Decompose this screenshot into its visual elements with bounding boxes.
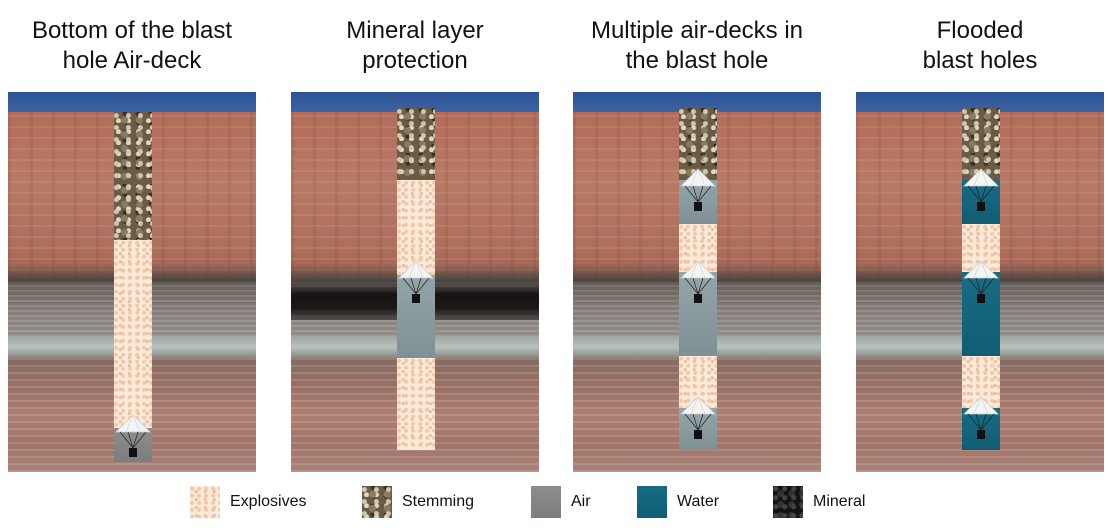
panel-title-line2: the blast hole xyxy=(625,47,769,74)
explosives-segment xyxy=(114,240,152,428)
panel-title-line1: Mineral layer xyxy=(346,17,484,44)
panel-title: Bottom of the blast hole Air-deck xyxy=(0,16,276,76)
stemming-segment xyxy=(397,108,435,180)
ground-cross-section xyxy=(573,92,821,472)
stemming-segment xyxy=(962,108,1000,180)
panel-bottom-airdeck: Bottom of the blast hole Air-deck xyxy=(8,0,256,472)
air-deck-icon xyxy=(962,166,1000,216)
stemming-segment xyxy=(114,112,152,240)
air-segment xyxy=(397,275,435,358)
water-swatch xyxy=(637,486,667,518)
panel-title-line1: Bottom of the blast xyxy=(31,17,233,44)
explosives-segment xyxy=(397,180,435,275)
explosives-segment xyxy=(397,358,435,450)
water-segment xyxy=(962,272,1000,356)
legend-label: Stemming xyxy=(402,493,475,510)
ground-cross-section xyxy=(291,92,539,472)
air-deck-icon xyxy=(679,166,717,216)
stemming-swatch xyxy=(362,486,392,518)
legend-label: Explosives xyxy=(230,493,307,510)
panel-title: Flooded blast holes xyxy=(836,16,1108,76)
air-deck-icon xyxy=(114,412,152,462)
sky-strip xyxy=(573,92,821,112)
panel-title-line2: blast holes xyxy=(922,47,1038,74)
sky-strip xyxy=(8,92,256,112)
panel-title: Multiple air-decks in the blast hole xyxy=(553,16,841,76)
panel-flooded-holes: Flooded blast holes xyxy=(856,0,1104,472)
legend-label: Air xyxy=(571,493,591,510)
air-deck-icon xyxy=(962,394,1000,444)
air-deck-icon xyxy=(962,258,1000,308)
ground-cross-section xyxy=(8,92,256,472)
stemming-segment xyxy=(679,108,717,180)
panel-title: Mineral layer protection xyxy=(271,16,559,76)
air-deck-icon xyxy=(679,258,717,308)
mineral-swatch xyxy=(773,486,803,518)
air-swatch xyxy=(531,486,561,518)
sky-strip xyxy=(291,92,539,112)
sky-strip xyxy=(856,92,1104,112)
air-deck-icon xyxy=(679,394,717,444)
legend-label: Water xyxy=(677,493,720,510)
ground-cross-section xyxy=(856,92,1104,472)
panel-title-line1: Multiple air-decks in xyxy=(590,17,804,44)
legend-label: Mineral xyxy=(813,493,866,510)
panel-multiple-airdecks: Multiple air-decks in the blast hole xyxy=(573,0,821,472)
air-segment xyxy=(679,272,717,356)
panel-mineral-protection: Mineral layer protection xyxy=(291,0,539,472)
air-deck-icon xyxy=(397,258,435,308)
explosives-swatch xyxy=(190,486,220,518)
panel-title-line2: protection xyxy=(362,47,468,74)
panel-title-line2: hole Air-deck xyxy=(62,47,202,74)
panel-title-line1: Flooded xyxy=(936,17,1024,44)
